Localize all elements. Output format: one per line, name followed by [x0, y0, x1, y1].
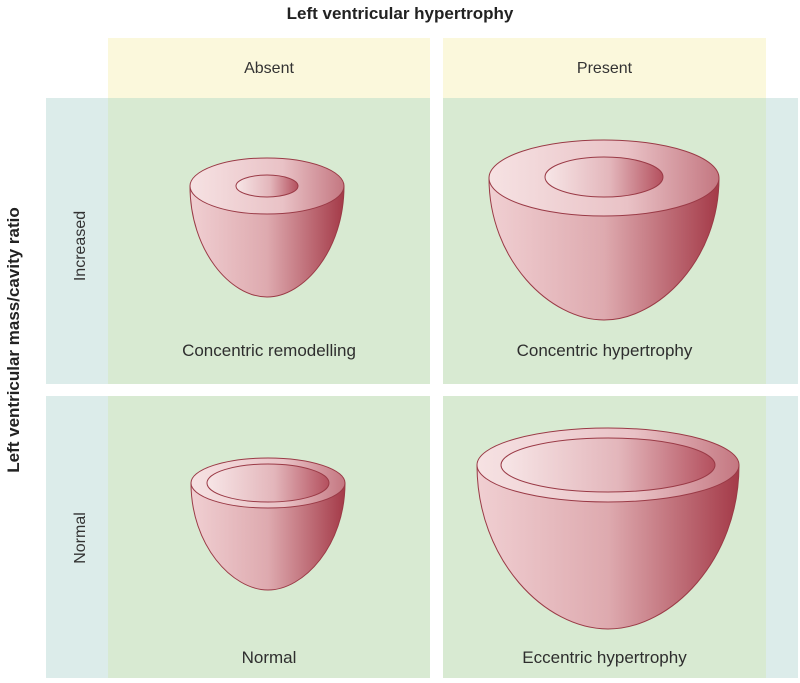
large-thin-ventricle-icon [476, 427, 740, 630]
caption-concentric-hypertrophy: Concentric hypertrophy [516, 341, 693, 360]
row-divider-top-right [443, 384, 766, 396]
caption-normal: Normal [241, 648, 297, 667]
side-band-right-top [766, 98, 798, 384]
caption-concentric-remodelling: Concentric remodelling [182, 341, 356, 360]
column-label-present: Present [576, 60, 633, 77]
header-band-present [443, 38, 766, 98]
header-band-absent [108, 38, 430, 98]
row-divider-top [108, 384, 430, 396]
side-band-increased [46, 98, 108, 384]
caption-eccentric-hypertrophy: Eccentric hypertrophy [522, 648, 687, 667]
side-band-normal [46, 396, 108, 678]
small-thick-ventricle-icon [189, 157, 345, 298]
column-label-absent: Absent [244, 60, 294, 77]
x-axis-title: Left ventricular hypertrophy [286, 4, 514, 23]
side-band-right-bottom [766, 396, 798, 678]
large-thick-ventricle-icon [488, 139, 720, 321]
small-normal-ventricle-icon [190, 457, 346, 591]
